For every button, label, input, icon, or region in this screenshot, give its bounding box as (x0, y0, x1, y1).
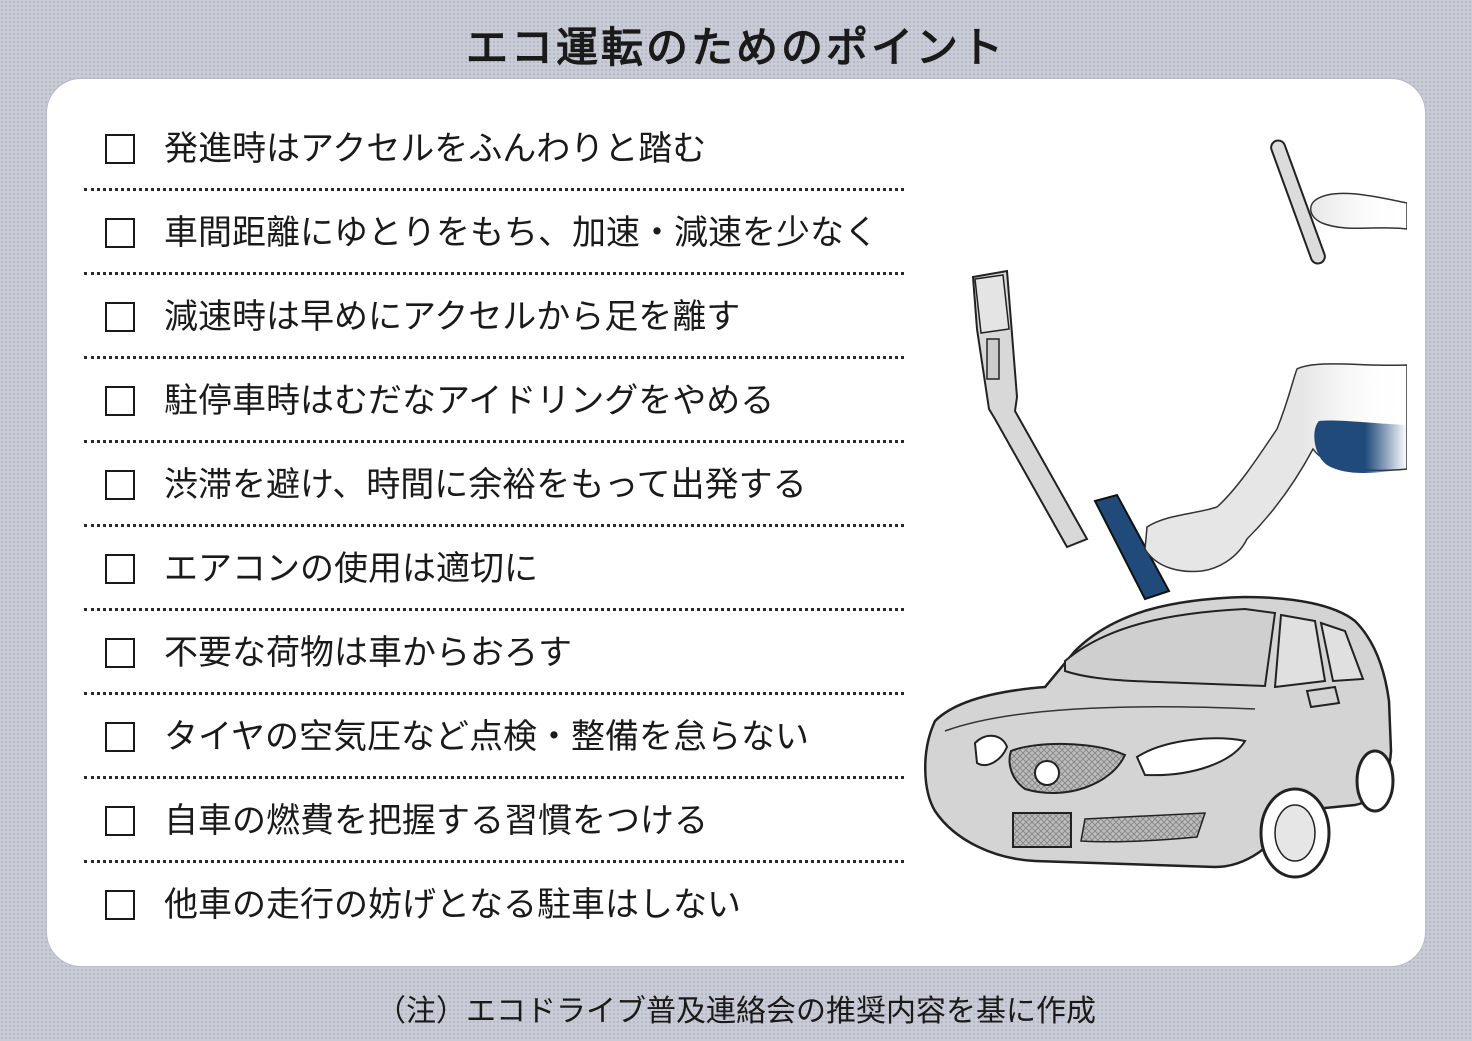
checkbox[interactable] (105, 302, 135, 332)
car-illustration (924, 595, 1395, 879)
dotted-divider (84, 776, 904, 779)
dotted-divider (84, 524, 904, 527)
wheel-shape (1355, 749, 1395, 813)
checkbox[interactable] (105, 134, 135, 164)
checklist-item-label: 不要な荷物は車からおろす (164, 633, 572, 673)
dotted-divider (84, 608, 904, 611)
checklist-item-label: タイヤの空気圧など点検・整備を怠らない (164, 717, 809, 757)
page-title: エコ運転のためのポイント (465, 23, 1006, 72)
dotted-divider (84, 188, 904, 191)
windshield-shape (1064, 607, 1277, 688)
mirror-shape (1305, 685, 1341, 709)
checkbox[interactable] (105, 890, 135, 920)
checklist-card: 発進時はアクセルをふんわりと踏む 車間距離にゆとりをもち、加速・減速を少なく 減… (47, 79, 1425, 966)
dotted-divider (84, 440, 904, 443)
checklist-item[interactable]: 発進時はアクセルをふんわりと踏む (84, 79, 904, 169)
gear-lever-shape (1270, 139, 1326, 265)
checkbox[interactable] (105, 386, 135, 416)
checkbox[interactable] (105, 218, 135, 248)
leg-shape (1144, 363, 1407, 573)
license-plate-shape (1012, 812, 1072, 848)
emblem-shape (1034, 760, 1060, 786)
checklist-item[interactable]: エアコンの使用は適切に (84, 499, 904, 589)
checklist-item-label: 減速時は早めにアクセルから足を離す (164, 297, 741, 337)
checklist-item[interactable]: 駐停車時はむだなアイドリングをやめる (84, 331, 904, 421)
checklist-item-label: 駐停車時はむだなアイドリングをやめる (164, 381, 775, 421)
checklist-item[interactable]: 不要な荷物は車からおろす (84, 583, 904, 673)
checklist-item-label: 他車の走行の妨げとなる駐車はしない (164, 885, 741, 925)
checklist-item[interactable]: 他車の走行の妨げとなる駐車はしない (84, 835, 904, 925)
checklist-item[interactable]: 自車の燃費を把握する習慣をつける (84, 751, 904, 841)
checklist-item-label: エアコンの使用は適切に (164, 549, 538, 589)
checkbox[interactable] (105, 638, 135, 668)
accelerator-pedal-shape (971, 269, 1171, 601)
hand-shape (1310, 192, 1407, 230)
checklist-item[interactable]: タイヤの空気圧など点検・整備を怠らない (84, 667, 904, 757)
checklist-item-label: 渋滞を避け、時間に余裕をもって出発する (164, 465, 807, 505)
dotted-divider (84, 272, 904, 275)
checklist-item[interactable]: 車間距離にゆとりをもち、加速・減速を少なく (84, 163, 904, 253)
pedal-foot-illustration (971, 139, 1407, 601)
dotted-divider (84, 692, 904, 695)
checklist-item[interactable]: 減速時は早めにアクセルから足を離す (84, 247, 904, 337)
side-window-shape (1273, 613, 1327, 689)
dotted-divider (84, 356, 904, 359)
side-window-shape (1319, 621, 1365, 683)
dotted-divider (84, 860, 904, 863)
checkbox[interactable] (105, 722, 135, 752)
headlight-shape (973, 734, 1009, 766)
checkbox[interactable] (105, 806, 135, 836)
checklist-item[interactable]: 渋滞を避け、時間に余裕をもって出発する (84, 415, 904, 505)
checklist-item-label: 車間距離にゆとりをもち、加速・減速を少なく (164, 213, 878, 253)
checklist-item-label: 自車の燃費を把握する習慣をつける (164, 801, 708, 841)
checkbox[interactable] (105, 554, 135, 584)
headlight-shape (1135, 737, 1247, 777)
footnote: （注）エコドライブ普及連絡会の推奨内容を基に作成 (376, 994, 1096, 1029)
checkbox[interactable] (105, 470, 135, 500)
checklist-item-label: 発進時はアクセルをふんわりと踏む (164, 129, 707, 169)
